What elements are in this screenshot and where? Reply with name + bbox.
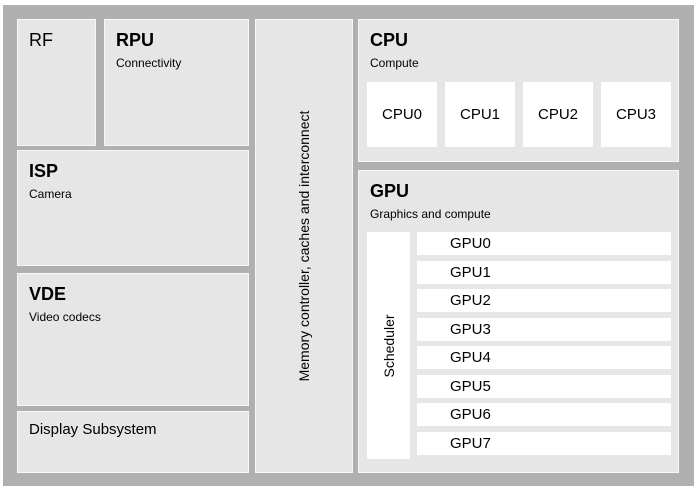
cpu-core-box: CPU1 bbox=[445, 82, 515, 147]
gpu-core-row: GPU1 bbox=[417, 260, 671, 284]
cpu-title: CPU bbox=[370, 30, 409, 50]
gpu-core-row: GPU7 bbox=[417, 431, 671, 455]
gpu-core-row: GPU5 bbox=[417, 374, 671, 398]
gpu-block: GPU Graphics and compute Scheduler GPU0 … bbox=[358, 170, 679, 473]
cpu-core-box: CPU2 bbox=[523, 82, 593, 147]
interconnect-label: Memory controller, caches and interconne… bbox=[296, 110, 312, 382]
gpu-title: GPU bbox=[370, 181, 410, 201]
rpu-subtitle: Connectivity bbox=[116, 55, 182, 70]
gpu-core-list: GPU0 GPU1 GPU2 GPU3 GPU4 GPU5 GPU6 GPU7 bbox=[417, 232, 671, 455]
display-subsystem-block: Display Subsystem bbox=[17, 411, 249, 473]
vde-subtitle: Video codecs bbox=[29, 309, 101, 324]
rpu-title: RPU bbox=[116, 30, 155, 50]
gpu-core-row: GPU3 bbox=[417, 317, 671, 341]
diagram-board: RF RPU Connectivity ISP Camera VDE Video… bbox=[3, 5, 694, 486]
gpu-core-row: GPU6 bbox=[417, 403, 671, 426]
cpu-core-box: CPU3 bbox=[601, 82, 671, 147]
scheduler-box: Scheduler bbox=[367, 232, 410, 459]
scheduler-label: Scheduler bbox=[380, 313, 397, 378]
vde-block: VDE Video codecs bbox=[17, 273, 249, 406]
isp-title: ISP bbox=[29, 161, 59, 181]
rpu-block: RPU Connectivity bbox=[104, 19, 249, 146]
gpu-core-row: GPU2 bbox=[417, 289, 671, 312]
cpu-block: CPU Compute CPU0 CPU1 CPU2 CPU3 bbox=[358, 19, 679, 162]
gpu-core-row: GPU4 bbox=[417, 346, 671, 369]
rf-title: RF bbox=[29, 30, 53, 50]
cpu-subtitle: Compute bbox=[370, 55, 419, 70]
cpu-core-box: CPU0 bbox=[367, 82, 437, 147]
gpu-core-row: GPU0 bbox=[417, 232, 671, 255]
vde-title: VDE bbox=[29, 284, 67, 304]
isp-block: ISP Camera bbox=[17, 150, 249, 266]
gpu-subtitle: Graphics and compute bbox=[370, 206, 491, 221]
display-subsystem-title: Display Subsystem bbox=[29, 421, 157, 438]
isp-subtitle: Camera bbox=[29, 186, 72, 201]
interconnect-bar: Memory controller, caches and interconne… bbox=[255, 19, 353, 473]
rf-block: RF bbox=[17, 19, 96, 146]
